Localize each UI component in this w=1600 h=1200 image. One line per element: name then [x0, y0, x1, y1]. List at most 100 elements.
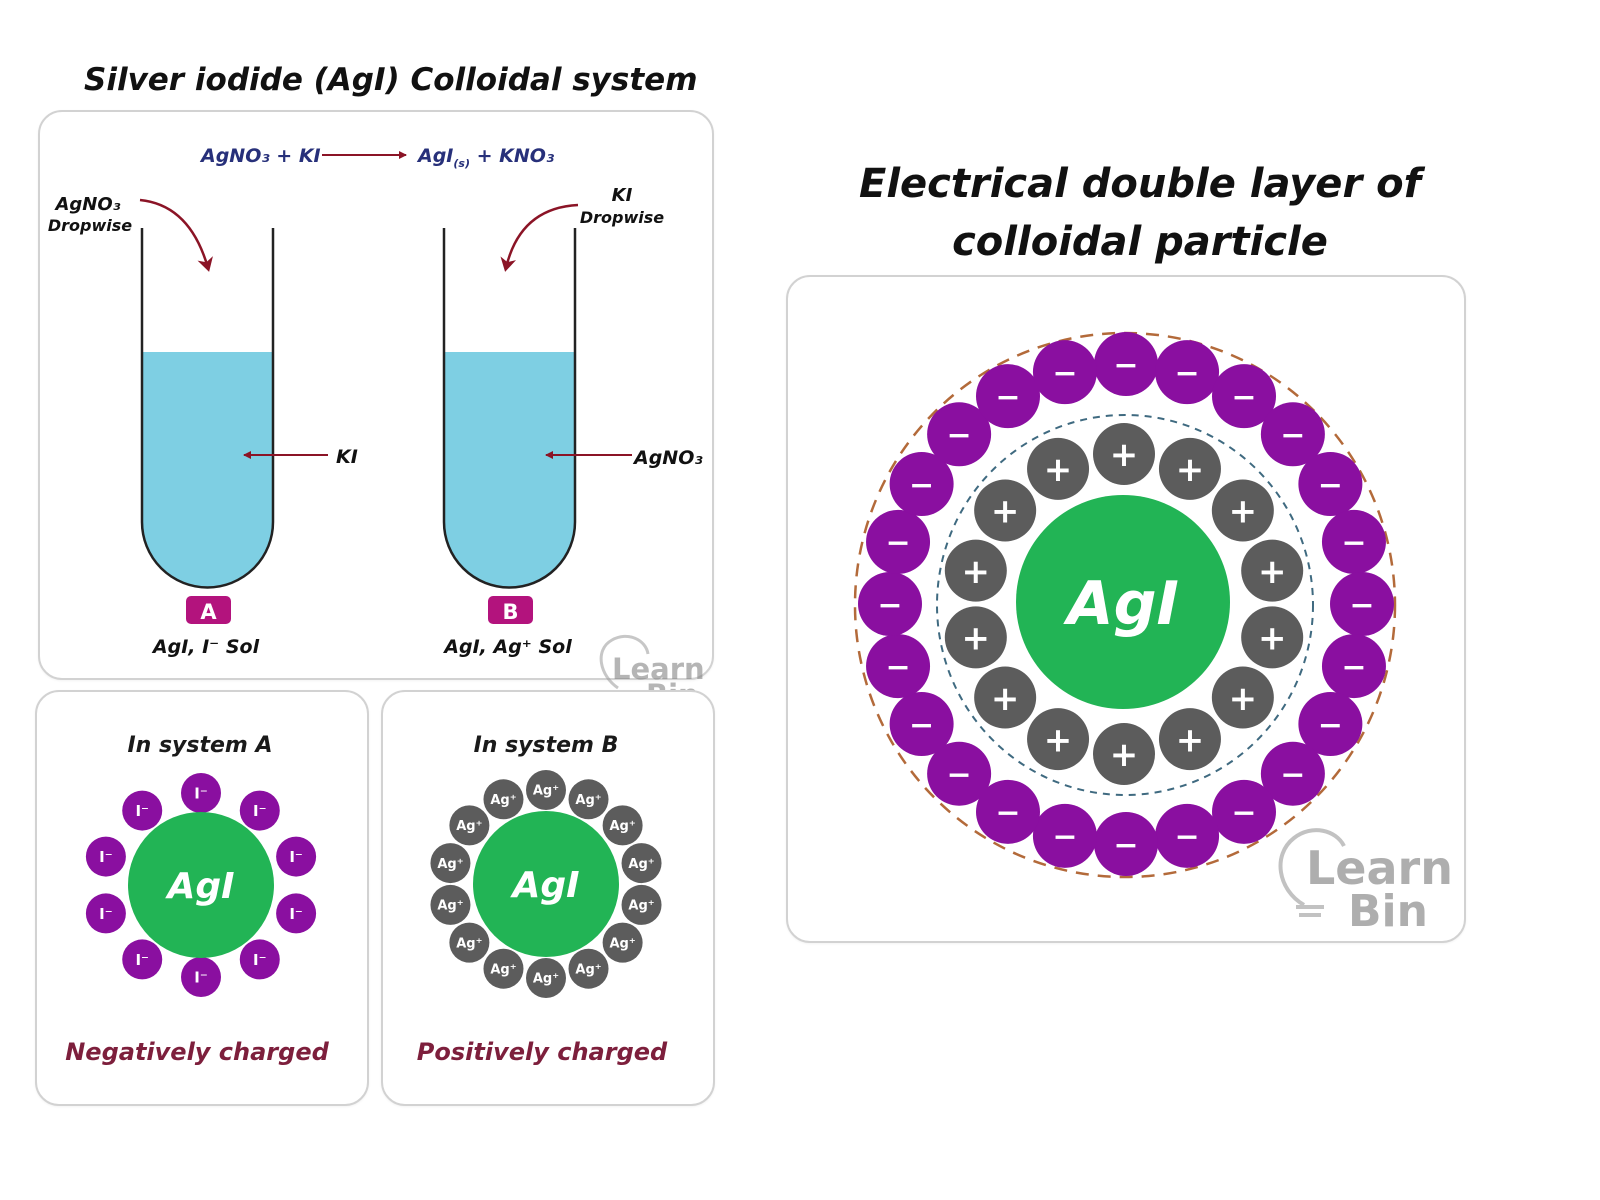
- badge-a-label: A: [200, 600, 217, 624]
- negative-ion-label: −: [885, 526, 910, 561]
- iodide-ion: [85, 893, 126, 934]
- silver-ion-label: Ag⁺: [490, 962, 516, 977]
- equation-rhs-suffix: + KNO₃: [470, 145, 555, 167]
- bulb-large-base-2: [1299, 913, 1321, 917]
- negative-ion: [889, 692, 954, 756]
- system-a-diagram: I⁻I⁻I⁻I⁻I⁻I⁻I⁻I⁻I⁻I⁻ AgI: [85, 773, 317, 997]
- system-b-diagram: Ag⁺Ag⁺Ag⁺Ag⁺Ag⁺Ag⁺Ag⁺Ag⁺Ag⁺Ag⁺Ag⁺Ag⁺Ag⁺A…: [430, 770, 662, 998]
- iodide-ion-label: I⁻: [253, 951, 266, 969]
- silver-ion: [621, 884, 662, 925]
- silver-ion-label: Ag⁺: [437, 857, 463, 872]
- equation-rhs: AgI(s) + KNO₃: [416, 145, 555, 170]
- agi-core-main: [1016, 495, 1230, 709]
- negative-ion: [1321, 509, 1386, 574]
- positive-ion-label: +: [1258, 552, 1287, 592]
- silver-ion: [568, 779, 609, 820]
- negative-ion: [1155, 340, 1220, 405]
- iodide-ion: [239, 939, 280, 980]
- silver-ion: [526, 770, 566, 810]
- negative-ion: [1260, 402, 1325, 467]
- positive-ion: [974, 479, 1037, 542]
- negative-ion: [889, 452, 954, 516]
- positive-ion-label: +: [962, 552, 991, 592]
- positive-ion: [1211, 479, 1274, 542]
- agi-core-main-label: AgI: [1063, 569, 1179, 639]
- badge-b-label: B: [502, 600, 518, 624]
- iodide-ion: [122, 939, 163, 980]
- positive-ion: [1211, 666, 1274, 729]
- silver-ion-label: Ag⁺: [456, 819, 482, 834]
- tube-b-glass: [442, 228, 577, 589]
- silver-ion-label: Ag⁺: [575, 962, 601, 977]
- positive-ion: [1027, 708, 1090, 771]
- result-a: AgI, I⁻ Sol: [151, 636, 260, 658]
- silver-ion-label: Ag⁺: [533, 784, 559, 799]
- negative-ion-label: −: [1341, 526, 1366, 561]
- negative-ion: [1094, 332, 1158, 396]
- negative-ion: [1032, 340, 1097, 405]
- agi-core-b: [473, 811, 619, 957]
- reagent-b-line1: KI: [612, 185, 633, 206]
- negative-ion: [1155, 803, 1220, 868]
- silver-ion-label: Ag⁺: [437, 899, 463, 914]
- silver-ion-label: Ag⁺: [490, 793, 516, 808]
- positive-ion: [1241, 539, 1304, 602]
- iodide-ion: [181, 957, 221, 997]
- silver-ion: [449, 922, 490, 963]
- negative-ion: [976, 779, 1040, 844]
- negative-ion: [1032, 803, 1097, 868]
- system-a-title: In system A: [127, 733, 273, 758]
- negative-ion-label: −: [947, 758, 972, 793]
- iodide-ion: [85, 836, 126, 877]
- lightbulb-icon: [599, 634, 650, 690]
- agi-core-a: [128, 812, 274, 958]
- silver-ion: [449, 805, 490, 846]
- content-a-label: KI: [336, 446, 358, 468]
- content-b-label: AgNO₃: [632, 447, 703, 469]
- negative-ion-label: −: [1318, 708, 1343, 743]
- right-title: Electrical double layer of colloidal par…: [820, 155, 1460, 271]
- silver-ion: [602, 805, 643, 846]
- solution-b: [444, 352, 575, 588]
- positive-ion-label: +: [1258, 619, 1287, 659]
- positive-ion-label: +: [1176, 720, 1205, 760]
- iodide-ion-label: I⁻: [135, 951, 149, 969]
- equation-rhs-subscript: (s): [453, 157, 470, 170]
- iodide-ion-label: I⁻: [194, 784, 208, 802]
- agi-core-a-label: AgI: [164, 866, 234, 907]
- negative-ion-label: −: [909, 708, 934, 743]
- tube-a-glass: [140, 228, 275, 589]
- watermark-small-line1: Learn: [612, 652, 705, 686]
- stern-layer-boundary: [936, 414, 1314, 796]
- positive-ion: [1158, 708, 1221, 771]
- negative-ion: [927, 402, 992, 467]
- silver-ion-label: Ag⁺: [610, 819, 636, 834]
- silver-ion: [568, 948, 609, 989]
- negative-ion: [1298, 692, 1363, 756]
- negative-ion: [866, 509, 931, 574]
- positive-ion: [1093, 723, 1155, 785]
- silver-ion-label: Ag⁺: [610, 936, 636, 951]
- iodide-ion-label: I⁻: [289, 848, 303, 866]
- negative-ion-label: −: [1280, 758, 1305, 793]
- negative-ion-label: −: [1341, 650, 1366, 685]
- solution-a: [142, 352, 273, 588]
- negative-ion-label: −: [1175, 820, 1200, 855]
- silver-ion: [526, 958, 566, 998]
- bulb-large-base-1: [1296, 905, 1324, 909]
- positive-ion-label: +: [1229, 679, 1258, 719]
- iodide-ion-label: I⁻: [289, 905, 303, 923]
- positive-ion: [944, 606, 1007, 669]
- negative-ion-label: −: [1052, 356, 1077, 391]
- right-title-line1: Electrical double layer of: [859, 161, 1421, 207]
- reagent-a-line2: Dropwise: [48, 216, 132, 235]
- lightbulb-large-icon: [1278, 828, 1346, 907]
- silver-ion-label: Ag⁺: [575, 793, 601, 808]
- negative-ion-label: −: [877, 588, 902, 623]
- iodide-ion: [276, 836, 317, 877]
- silver-ion-label: Ag⁺: [533, 972, 559, 987]
- iodide-ion: [181, 773, 221, 813]
- silver-ion: [621, 843, 662, 884]
- dropwise-arrow-a: [139, 198, 213, 272]
